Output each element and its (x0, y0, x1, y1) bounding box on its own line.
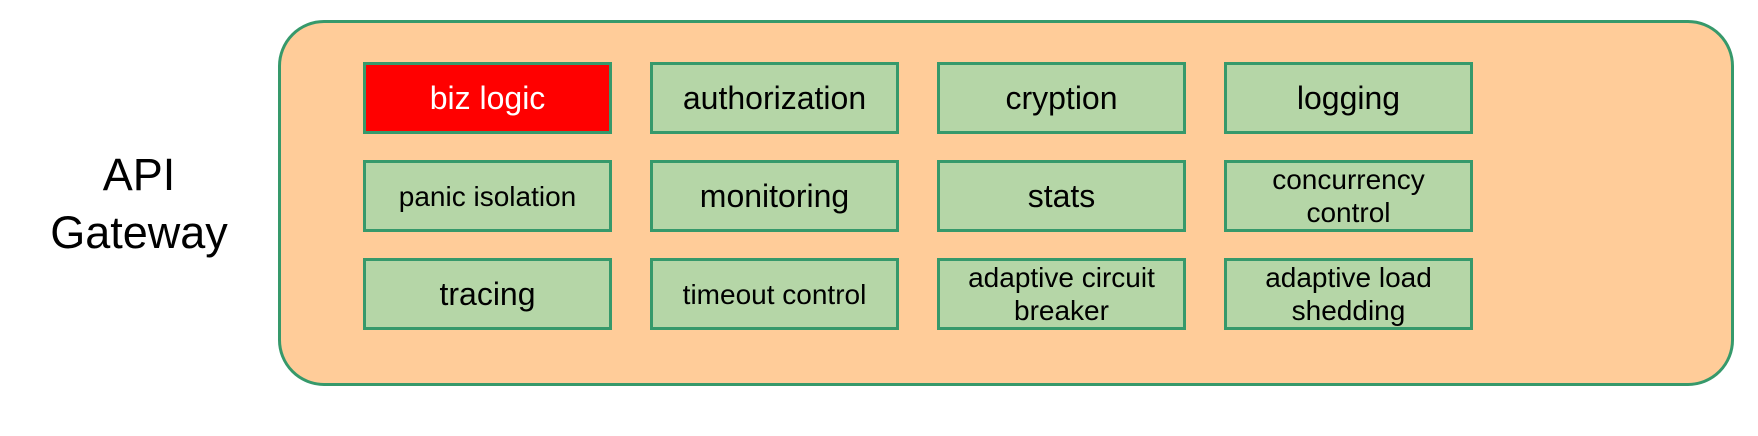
component-box-cryption[interactable]: cryption (937, 62, 1186, 134)
api-gateway-container: biz logic authorization cryption logging… (278, 20, 1734, 386)
component-box-tracing[interactable]: tracing (363, 258, 612, 330)
component-box-adaptive-circuit-breaker[interactable]: adaptive circuit breaker (937, 258, 1186, 330)
component-box-concurrency-control[interactable]: concurrency control (1224, 160, 1473, 232)
component-box-stats[interactable]: stats (937, 160, 1186, 232)
component-box-biz-logic[interactable]: biz logic (363, 62, 612, 134)
component-box-timeout-control[interactable]: timeout control (650, 258, 899, 330)
api-gateway-side-label: API Gateway (50, 149, 228, 258)
component-box-monitoring[interactable]: monitoring (650, 160, 899, 232)
component-grid: biz logic authorization cryption logging… (363, 62, 1655, 350)
component-box-logging[interactable]: logging (1224, 62, 1473, 134)
component-box-panic-isolation[interactable]: panic isolation (363, 160, 612, 232)
component-box-authorization[interactable]: authorization (650, 62, 899, 134)
component-box-adaptive-load-shedding[interactable]: adaptive load shedding (1224, 258, 1473, 330)
